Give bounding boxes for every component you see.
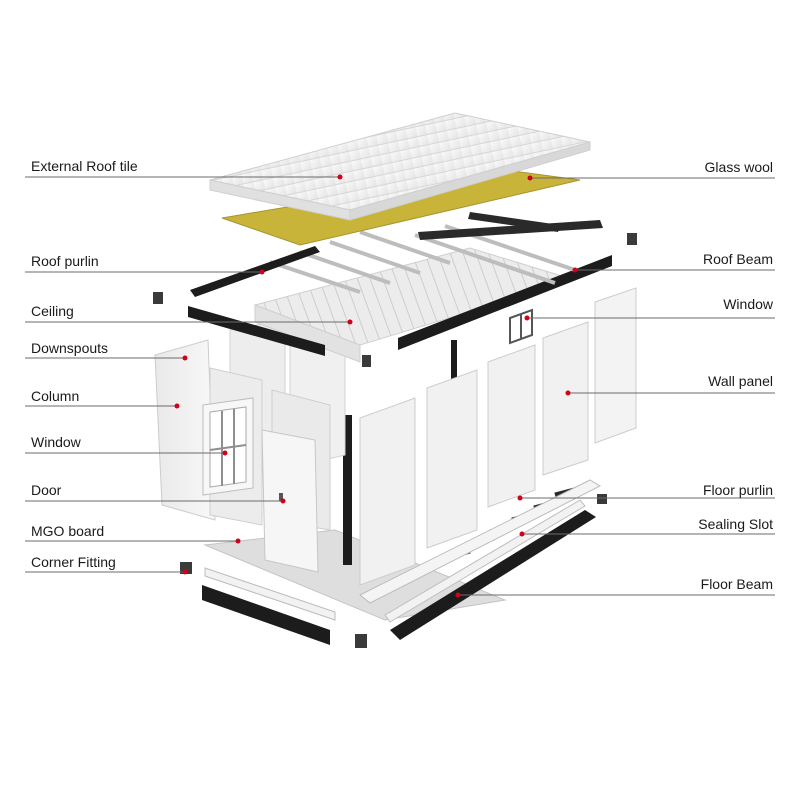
leader-lines: [25, 176, 775, 596]
corner-fitting-top-left: [153, 292, 163, 304]
labels-left: External Roof tile Roof purlin Ceiling D…: [31, 158, 138, 570]
label-wall-panel: Wall panel: [708, 373, 773, 389]
corner-fitting-front-right: [355, 634, 367, 648]
column-front-right: [343, 415, 352, 565]
label-door: Door: [31, 482, 62, 498]
floor-frame: [180, 479, 607, 648]
wall-panel-2: [426, 369, 478, 549]
label-glass-wool: Glass wool: [705, 159, 773, 175]
window-end-wall: [202, 397, 254, 496]
door: [261, 429, 319, 573]
wall-panel-3: [487, 344, 536, 508]
label-window-right: Window: [723, 296, 774, 312]
ceiling-beam-left: [188, 306, 325, 356]
downspout-top: [362, 355, 371, 367]
corner-fitting-back-right: [597, 494, 607, 504]
label-floor-purlin: Floor purlin: [703, 482, 773, 498]
label-external-roof-tile: External Roof tile: [31, 158, 138, 174]
label-sealing-slot: Sealing Slot: [698, 516, 773, 532]
floor-beam-front: [390, 510, 596, 640]
wall-panel-4: [542, 321, 589, 476]
ceiling-assembly: [188, 247, 612, 363]
labels-right: Glass wool Roof Beam Window Wall panel F…: [698, 159, 774, 592]
label-mgo-board: MGO board: [31, 523, 104, 539]
floor-beam-right-upper: [359, 479, 602, 604]
label-downspouts: Downspouts: [31, 340, 108, 356]
pointer-dots: [174, 174, 578, 598]
end-wall-panel: [154, 339, 216, 521]
label-roof-purlin: Roof purlin: [31, 253, 99, 269]
wall-panel-5: [594, 287, 637, 444]
wall-panel-1: [359, 397, 416, 586]
label-window-left: Window: [31, 434, 82, 450]
label-floor-beam: Floor Beam: [701, 576, 773, 592]
label-column: Column: [31, 388, 79, 404]
window-long-wall: [509, 308, 533, 345]
label-roof-beam: Roof Beam: [703, 251, 773, 267]
corner-fitting-top-right: [627, 233, 637, 245]
external-roof-tile: [209, 112, 591, 221]
label-ceiling: Ceiling: [31, 303, 74, 319]
floor-beam-left: [202, 585, 330, 645]
wall-panels: [154, 287, 637, 586]
label-corner-fitting: Corner Fitting: [31, 554, 116, 570]
ceiling-beam-right: [398, 255, 612, 350]
